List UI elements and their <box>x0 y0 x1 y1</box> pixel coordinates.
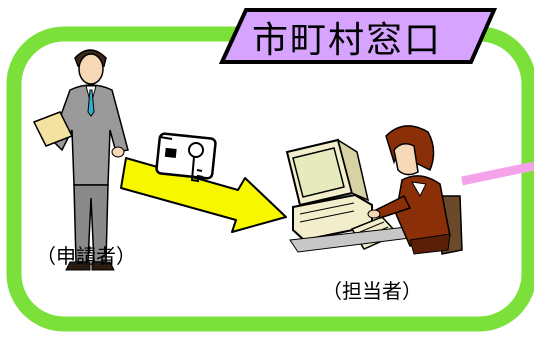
staff-woman-icon <box>367 125 463 255</box>
page-title: 市町村窓口 <box>251 20 442 61</box>
connector-line <box>461 161 534 186</box>
applicant-label: （申請者） <box>36 244 136 268</box>
title-box <box>218 8 498 64</box>
staff-label: （担当者） <box>322 279 422 303</box>
arrow-icon <box>120 157 287 233</box>
card-key-icon <box>155 132 217 183</box>
businessman-icon <box>32 49 129 271</box>
